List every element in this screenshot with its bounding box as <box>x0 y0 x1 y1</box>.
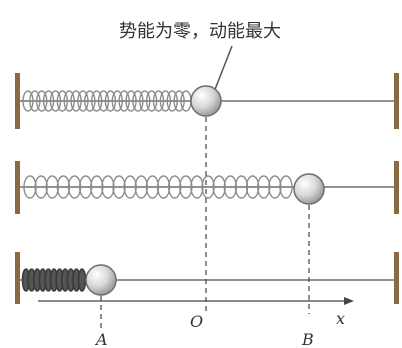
x-axis-arrowhead <box>344 297 354 305</box>
ball-middle <box>293 173 325 205</box>
spring-coil <box>56 90 69 112</box>
spring-coil <box>111 90 124 112</box>
spring-coil <box>29 90 41 112</box>
row-compressed <box>15 252 399 304</box>
energy-annotation: 势能为零，动能最大 <box>119 21 281 42</box>
spring-bottom <box>21 268 87 292</box>
right-wall-middle <box>394 161 399 214</box>
spring-coil <box>45 175 59 199</box>
spring-coil <box>279 175 293 199</box>
spring-coil <box>118 90 130 112</box>
spring-coil <box>234 175 249 199</box>
spring-coil <box>36 90 48 112</box>
spring-coil <box>132 90 144 112</box>
spring-coil <box>223 175 238 199</box>
spring-coil <box>268 175 282 199</box>
right-wall-top <box>394 73 399 129</box>
spring-top <box>22 90 192 112</box>
spring-coil <box>90 175 104 199</box>
ball-bottom <box>85 264 117 296</box>
spring-coil <box>78 175 93 199</box>
spring-coil <box>101 175 115 199</box>
spring-coil <box>77 268 87 292</box>
annotation-leader-line <box>213 45 233 93</box>
spring-coil <box>257 175 271 199</box>
left-wall-middle <box>15 161 20 214</box>
left-wall-top <box>15 73 20 129</box>
x-axis-label: x <box>336 309 345 328</box>
spring-coil <box>56 175 71 199</box>
spring-coil <box>245 175 260 199</box>
spring-coil <box>190 175 204 199</box>
point-label-o: O <box>190 312 203 331</box>
spring-coil <box>49 90 62 112</box>
spring-middle <box>23 175 293 199</box>
spring-coil <box>90 90 103 112</box>
spring-coil <box>166 90 178 112</box>
spring-coil <box>125 90 137 112</box>
spring-coil <box>123 175 137 199</box>
spring-coil <box>23 175 37 199</box>
spring-coil <box>34 175 48 199</box>
spring-coil <box>77 90 89 112</box>
spring-coil <box>104 90 117 112</box>
spring-coil <box>167 175 182 199</box>
spring-coil <box>179 175 193 199</box>
spring-coil <box>145 175 160 199</box>
spring-coil <box>67 175 82 199</box>
ball-top <box>190 85 222 117</box>
row-stretched <box>15 161 399 214</box>
spring-coil <box>97 90 110 112</box>
spring-coil <box>134 175 149 199</box>
spring-coil <box>152 90 165 112</box>
spring-coil <box>63 90 75 112</box>
spring-coil <box>42 90 55 112</box>
point-label-a: A <box>94 330 108 348</box>
row-equilibrium <box>15 73 399 129</box>
spring-coil <box>139 90 151 112</box>
spring-coil <box>22 90 34 112</box>
point-label-b: B <box>301 330 314 348</box>
spring-coil <box>145 90 158 112</box>
spring-coil <box>70 90 82 112</box>
spring-coil <box>212 175 226 199</box>
spring-coil <box>201 175 215 199</box>
left-wall-bottom <box>15 252 20 304</box>
right-wall-bottom <box>394 252 399 304</box>
spring-coil <box>156 175 171 199</box>
spring-coil <box>173 90 185 112</box>
spring-coil <box>84 90 96 112</box>
spring-coil <box>159 90 172 112</box>
spring-coil <box>112 175 126 199</box>
